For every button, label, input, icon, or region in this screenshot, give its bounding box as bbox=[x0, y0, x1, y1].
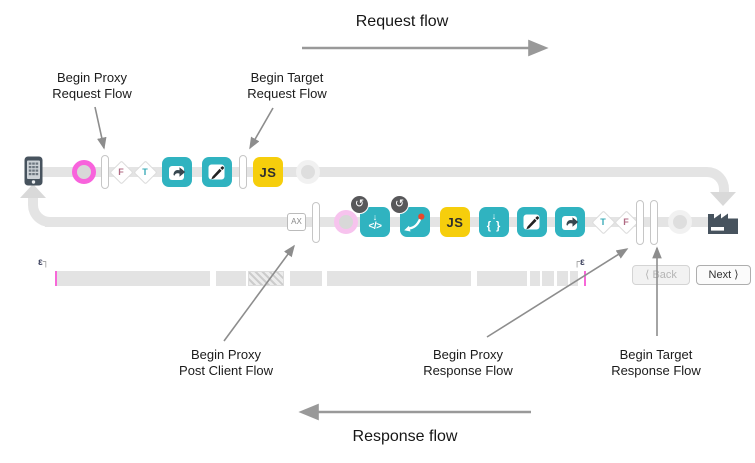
loop-badge-icon: ↺ bbox=[390, 195, 409, 214]
track-arrow-up-to-client-icon bbox=[20, 184, 46, 198]
proxy-response-endpoint-circle[interactable] bbox=[334, 210, 358, 234]
timeline-segment[interactable] bbox=[327, 271, 471, 286]
proxy-endpoint-step-circle[interactable] bbox=[72, 160, 96, 184]
js-icon: JS bbox=[446, 214, 464, 230]
callout-policy-step[interactable] bbox=[162, 157, 192, 187]
annotation-line: Request Flow bbox=[247, 86, 327, 101]
target-factory-icon[interactable] bbox=[706, 205, 740, 238]
annotation-line: Response Flow bbox=[423, 363, 513, 378]
request-flow-track bbox=[40, 167, 660, 177]
extract-variables-policy-step[interactable]: ↓ { } bbox=[479, 207, 509, 237]
annotation-arrow-proxy-request bbox=[94, 106, 107, 150]
annotation-line: Begin Proxy bbox=[190, 347, 262, 362]
track-arrow-down-to-target-icon bbox=[710, 192, 736, 206]
assign-message-policy-step[interactable] bbox=[202, 157, 232, 187]
response-flow-end-circle[interactable] bbox=[668, 210, 692, 234]
timeline-segment[interactable] bbox=[557, 271, 568, 286]
loop-badge-icon: ↺ bbox=[350, 195, 369, 214]
timeline-end-tick bbox=[584, 271, 586, 286]
annotation-line: Post Client Flow bbox=[179, 363, 273, 378]
begin-proxy-request-flow-bar[interactable] bbox=[101, 155, 109, 189]
timeline-segment[interactable] bbox=[290, 271, 322, 286]
timeline-segment[interactable] bbox=[216, 271, 246, 286]
begin-proxy-response-flow-bar[interactable] bbox=[636, 200, 644, 245]
javascript-policy-step[interactable]: JS bbox=[440, 207, 470, 237]
request-flow-end-circle[interactable] bbox=[296, 160, 320, 184]
response-track-wrap-corner bbox=[28, 198, 74, 227]
annotation-arrow-target-request bbox=[249, 107, 274, 150]
annotation-arrow-proxy-post-client bbox=[223, 244, 295, 342]
javascript-policy-step[interactable]: JS bbox=[253, 157, 283, 187]
annotation-begin-proxy-request-flow: Begin Proxy Request Flow bbox=[12, 70, 172, 102]
annotation-line: Begin Proxy bbox=[56, 70, 128, 85]
timeline-start-tick bbox=[55, 271, 57, 286]
annotation-line: Begin Target bbox=[250, 70, 324, 85]
annotation-line: Begin Target bbox=[619, 347, 693, 362]
timeline-segment-hatched[interactable] bbox=[248, 271, 284, 286]
condition-false-label: F bbox=[118, 167, 124, 177]
timeline-right-epsilon: ┌ε bbox=[574, 257, 585, 268]
annotation-line: Begin Proxy bbox=[432, 347, 504, 362]
extract-xml-policy-step[interactable]: ↓ </> bbox=[360, 207, 390, 237]
analytics-step[interactable]: AX bbox=[287, 213, 306, 231]
annotation-begin-proxy-response-flow: Begin Proxy Response Flow bbox=[388, 347, 548, 379]
request-flow-title: Request flow bbox=[355, 13, 449, 30]
condition-true-label: T bbox=[142, 167, 148, 177]
route-arrow-icon bbox=[404, 213, 425, 232]
callout-arrow-icon bbox=[562, 216, 579, 230]
code-icon: ↓ </> bbox=[368, 211, 382, 232]
annotation-line: Response Flow bbox=[611, 363, 701, 378]
timeline-left-epsilon: ε┐ bbox=[38, 257, 49, 268]
annotation-arrow-proxy-response bbox=[486, 248, 629, 338]
begin-target-response-flow-bar[interactable] bbox=[650, 200, 658, 245]
condition-true-label: T bbox=[600, 217, 606, 227]
condition-false-label: F bbox=[623, 217, 629, 227]
annotation-begin-target-response-flow: Begin Target Response Flow bbox=[576, 347, 736, 379]
js-icon: JS bbox=[259, 164, 277, 180]
callout-policy-step[interactable] bbox=[555, 207, 585, 237]
braces-icon: ↓ { } bbox=[486, 211, 502, 232]
next-button[interactable]: Next ⟩ bbox=[696, 265, 751, 285]
trace-timeline[interactable] bbox=[55, 271, 586, 286]
client-phone-icon[interactable] bbox=[24, 156, 43, 186]
begin-proxy-post-client-flow-bar[interactable] bbox=[312, 202, 320, 243]
response-flow-title: Response flow bbox=[352, 428, 458, 445]
request-track-wrap-corner bbox=[625, 167, 729, 197]
pencil-icon bbox=[523, 214, 540, 230]
timeline-segment[interactable] bbox=[530, 271, 540, 286]
assign-message-policy-step[interactable] bbox=[517, 207, 547, 237]
timeline-segment[interactable] bbox=[570, 271, 578, 286]
pencil-icon bbox=[208, 164, 225, 180]
annotation-begin-proxy-post-client-flow: Begin Proxy Post Client Flow bbox=[146, 347, 306, 379]
begin-target-request-flow-bar[interactable] bbox=[239, 155, 247, 189]
timeline-segment[interactable] bbox=[542, 271, 554, 286]
timeline-segment[interactable] bbox=[477, 271, 527, 286]
annotation-line: Request Flow bbox=[52, 86, 132, 101]
timeline-segment[interactable] bbox=[57, 271, 210, 286]
callout-arrow-icon bbox=[169, 166, 186, 180]
annotation-begin-target-request-flow: Begin Target Request Flow bbox=[207, 70, 367, 102]
back-button[interactable]: ⟨ Back bbox=[632, 265, 690, 285]
